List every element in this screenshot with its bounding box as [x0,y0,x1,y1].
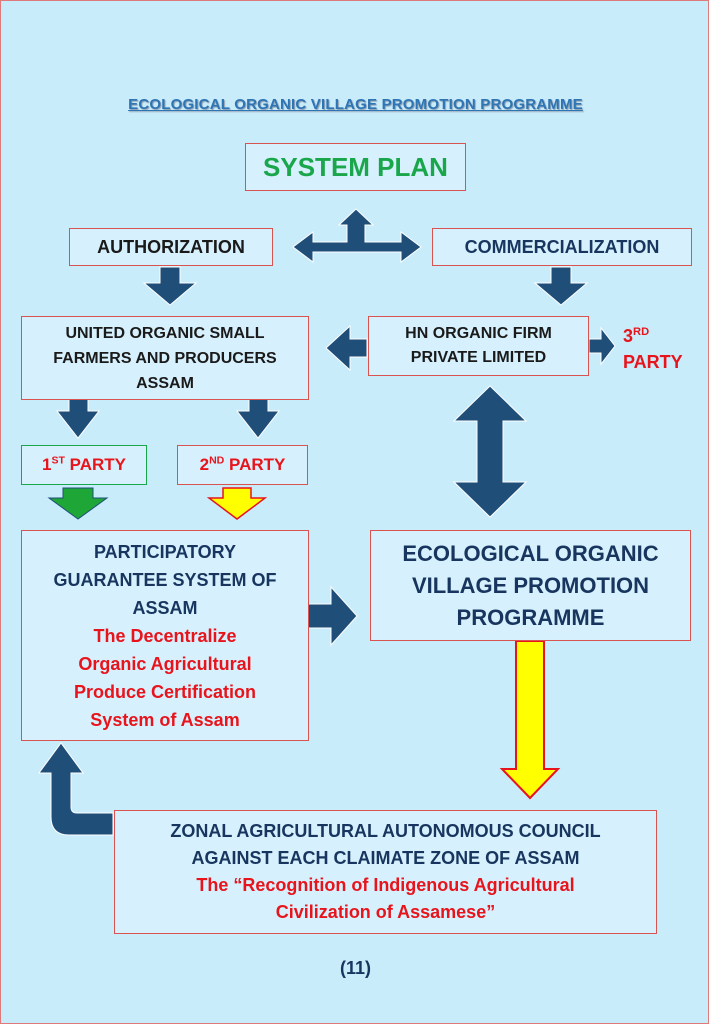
zaac-line2: AGAINST EACH CLAIMATE ZONE OF ASSAM [191,848,580,868]
page-title: ECOLOGICAL ORGANIC VILLAGE PROMOTION PRO… [128,96,583,113]
first-party-word: PARTY [64,455,126,474]
first-party-label: 1ST PARTY [42,455,126,475]
arrow-pgs-to-eovpp [307,585,358,647]
hn-firm-box: HN ORGANIC FIRM PRIVATE LIMITED [368,316,589,376]
arrow-hn-to-third-party [588,326,616,366]
zaac-red-line1: The “Recognition of Indigenous Agricultu… [196,875,575,895]
pgs-line1: PARTICIPATORY [93,541,236,562]
zaac-line1: ZONAL AGRICULTURAL AUTONOMOUS COUNCIL [170,821,601,841]
arrow-first-party-down-green [47,487,109,520]
return-arrow-zaac-to-pgs [38,742,114,836]
second-party-label: 2ND PARTY [200,455,286,475]
second-party-word: PARTY [224,455,286,474]
system-plan-label: SYSTEM PLAN [263,151,448,182]
first-party-sup: ST [51,454,65,467]
system-plan-box: SYSTEM PLAN [245,143,466,191]
hn-firm-line1: HN ORGANIC FIRM [405,325,552,342]
commercialization-box: COMMERCIALIZATION [432,228,692,266]
pgs-line2: GUARANTEE SYSTEM OF [53,569,277,590]
uosfp-line1: UNITED ORGANIC SMALL [65,324,265,342]
first-party-box: 1ST PARTY [21,445,147,485]
uosfp-line3: ASSAM [136,374,194,392]
second-party-sup: ND [209,454,225,467]
second-party-box: 2ND PARTY [177,445,308,485]
zaac-box: ZONAL AGRICULTURAL AUTONOMOUS COUNCIL AG… [114,810,657,934]
eovpp-box: ECOLOGICAL ORGANIC VILLAGE PROMOTION PRO… [370,530,691,641]
second-party-num: 2 [199,455,210,474]
double-arrow-auth-commercial [292,208,422,263]
third-party-sup: RD [633,326,650,338]
eovpp-line3: PROGRAMME [456,604,605,630]
authorization-label: AUTHORIZATION [97,236,245,257]
pgs-red-line1: The Decentralize [93,625,237,646]
pgs-red-line2: Organic Agricultural [78,653,252,674]
uosfp-box: UNITED ORGANIC SMALL FARMERS AND PRODUCE… [21,316,309,400]
third-party-word: PARTY [623,352,683,372]
commercialization-label: COMMERCIALIZATION [464,236,660,257]
arrow-commercialization-down [533,266,589,306]
uosfp-line2: FARMERS AND PRODUCERS [53,349,277,367]
arrow-second-party-down-yellow [206,487,268,520]
pgs-red-line3: Produce Certification [73,681,257,702]
zaac-red-line2: Civilization of Assamese” [275,902,496,922]
hn-firm-line2: PRIVATE LIMITED [410,349,547,366]
third-party-num: 3 [623,326,634,346]
double-arrow-hn-eovpp [452,385,528,518]
eovpp-line2: VILLAGE PROMOTION [411,572,650,598]
arrow-eovpp-to-zaac-yellow [499,640,561,800]
eovpp-line1: ECOLOGICAL ORGANIC [402,540,659,566]
pgs-line3: ASSAM [132,597,198,618]
page-number: (11) [339,958,372,978]
arrow-authorization-down [142,266,198,306]
third-party-label: 3RD PARTY [623,323,683,375]
pgs-red-line4: System of Assam [90,709,240,730]
pgs-box: PARTICIPATORY GUARANTEE SYSTEM OF ASSAM … [21,530,309,741]
first-party-num: 1 [41,455,52,474]
authorization-box: AUTHORIZATION [69,228,273,266]
arrow-hn-to-uosfp [325,324,368,372]
